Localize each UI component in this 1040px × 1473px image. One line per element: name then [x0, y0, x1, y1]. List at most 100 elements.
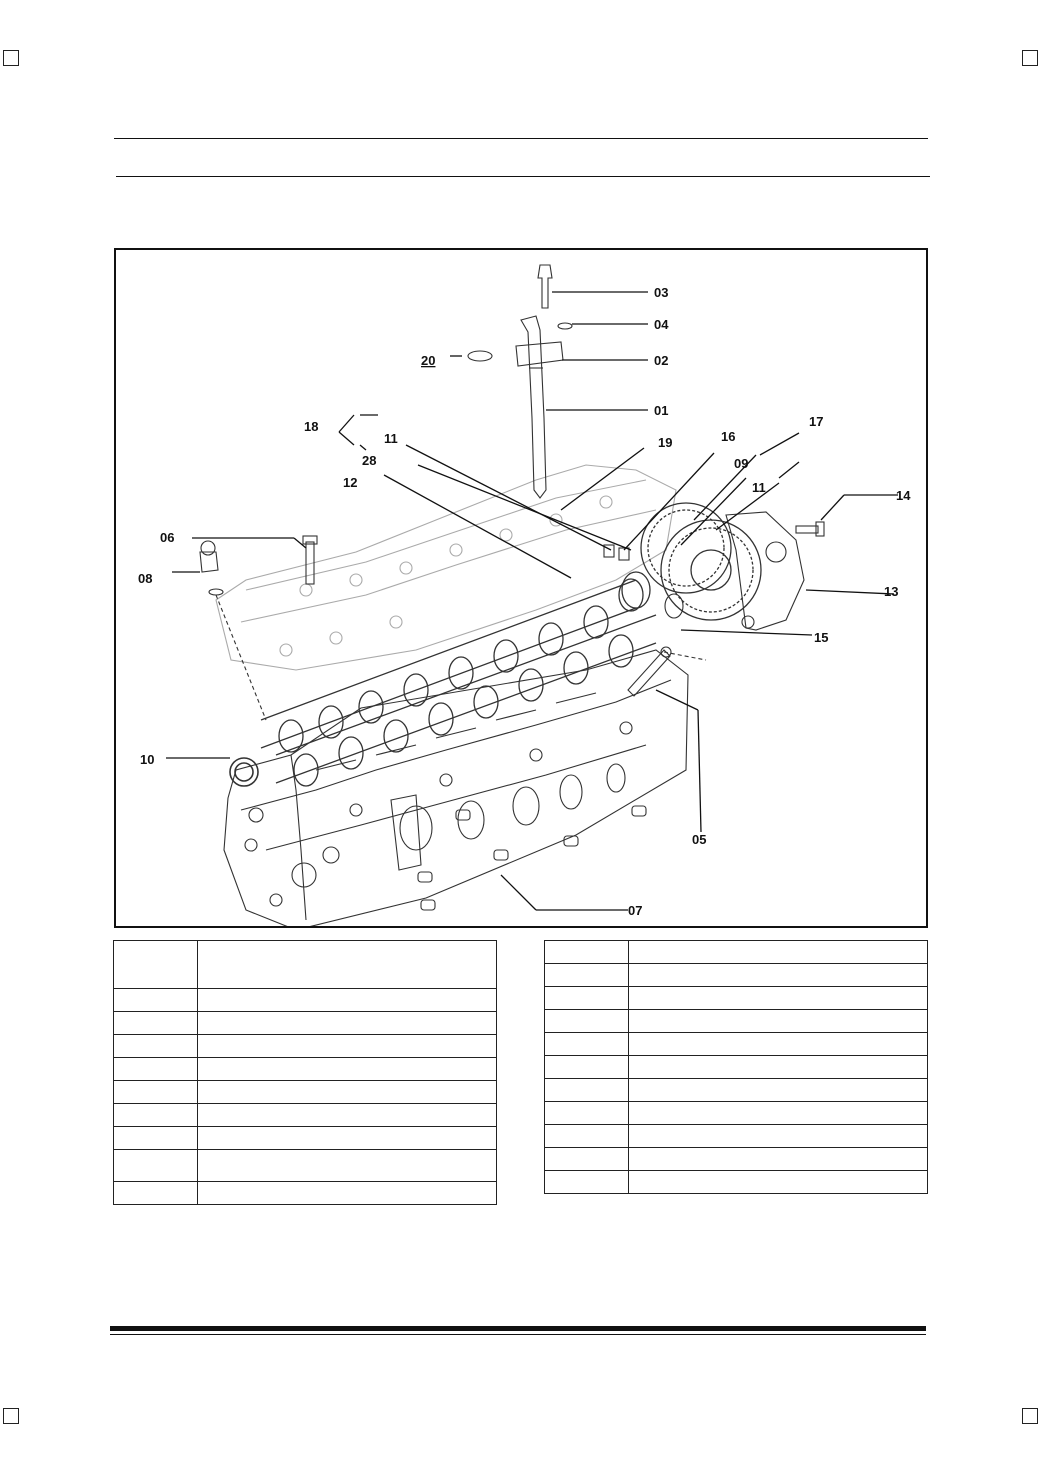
part-description-cell: [197, 1103, 497, 1127]
table-row: [544, 940, 928, 964]
part-number-cell: [113, 988, 198, 1012]
footer-rule-thin: [110, 1334, 926, 1335]
part-number-cell: [544, 1101, 629, 1125]
camshaft-gears: [621, 502, 762, 621]
part-number-cell: [113, 1103, 198, 1127]
part-number-cell: [113, 1126, 198, 1150]
camshafts: [260, 578, 657, 787]
part-number-cell: [544, 1009, 629, 1033]
part-description-cell: [628, 940, 928, 964]
table-row: [113, 1126, 497, 1150]
injector-assembly: [467, 264, 573, 499]
table-row: [113, 1080, 497, 1104]
part-description-cell: [628, 1009, 928, 1033]
callout-11-right: 11: [752, 480, 766, 495]
part-number-cell: [113, 1034, 198, 1058]
table-row: [113, 1181, 497, 1205]
part-number-cell: [544, 1124, 629, 1148]
part-number-cell: [544, 1078, 629, 1102]
table-row: [113, 1149, 497, 1182]
crop-mark-bottom-right: [1022, 1408, 1038, 1424]
callout-13: 13: [884, 584, 898, 599]
table-row: [544, 1032, 928, 1056]
callout-09: 09: [734, 456, 748, 471]
part-number-cell: [544, 1055, 629, 1079]
part-description-cell: [628, 986, 928, 1010]
part-number-cell: [544, 1032, 629, 1056]
callout-03: 03: [654, 285, 668, 300]
part-number-cell: [113, 1181, 198, 1205]
part-number-cell: [544, 940, 629, 964]
callout-20: 20: [421, 353, 435, 368]
callout-15: 15: [814, 630, 828, 645]
part-number-cell: [544, 963, 629, 987]
part-number-cell: [113, 1080, 198, 1104]
camshaft-carrier: [215, 464, 677, 671]
part-description-cell: [197, 1057, 497, 1081]
callout-02: 02: [654, 353, 668, 368]
small-keys: [603, 544, 630, 561]
part-description-cell: [628, 1147, 928, 1171]
pump-bolt: [795, 521, 825, 537]
part-description-cell: [197, 1034, 497, 1058]
crop-mark-top-right: [1022, 50, 1038, 66]
part-description-cell: [628, 1032, 928, 1056]
table-row: [544, 1055, 928, 1079]
vacuum-pump: [725, 511, 805, 631]
exploded-view-figure: 03 04 20 02 01 18 11 28 12 19 16 17 09 1…: [114, 248, 928, 928]
callout-16: 16: [721, 429, 735, 444]
part-number-cell: [113, 1011, 198, 1035]
pump-gasket: [664, 593, 684, 619]
callout-04: 04: [654, 317, 669, 332]
part-description-cell: [197, 940, 497, 989]
parts-table-left: [113, 940, 497, 1205]
callout-14: 14: [896, 488, 911, 503]
part-description-cell: [197, 1080, 497, 1104]
callout-08: 08: [138, 571, 152, 586]
header-rule-bottom: [116, 176, 930, 177]
part-number-cell: [113, 1149, 198, 1182]
callout-labels: 03 04 20 02 01 18 11 28 12 19 16 17 09 1…: [138, 285, 911, 918]
table-row: [544, 1078, 928, 1102]
part-description-cell: [197, 988, 497, 1012]
part-number-cell: [544, 986, 629, 1010]
callout-28: 28: [362, 453, 376, 468]
callout-07: 07: [628, 903, 642, 918]
part-description-cell: [628, 1055, 928, 1079]
part-description-cell: [628, 1124, 928, 1148]
part-number-cell: [544, 1147, 629, 1171]
table-row: [544, 1147, 928, 1171]
table-row: [113, 988, 497, 1012]
camshaft-oil-seal: [229, 757, 259, 787]
sealing-plug: [199, 540, 267, 721]
part-description-cell: [628, 1101, 928, 1125]
camshaft-position-sensor: [627, 646, 707, 697]
table-row: [544, 1101, 928, 1125]
cylinder-head-body: [223, 649, 689, 926]
part-description-cell: [628, 963, 928, 987]
parts-table-right: [544, 940, 928, 1194]
table-row: [113, 1034, 497, 1058]
part-number-cell: [544, 1170, 629, 1194]
table-row: [113, 1057, 497, 1081]
part-description-cell: [197, 1126, 497, 1150]
crop-mark-bottom-left: [3, 1408, 19, 1424]
callout-01: 01: [654, 403, 668, 418]
part-description-cell: [628, 1078, 928, 1102]
table-row: [544, 1124, 928, 1148]
table-row: [544, 1009, 928, 1033]
part-description-cell: [197, 1149, 497, 1182]
table-row: [113, 1011, 497, 1035]
part-number-cell: [113, 940, 198, 989]
cylinder-head-exploded-drawing: 03 04 20 02 01 18 11 28 12 19 16 17 09 1…: [138, 264, 911, 926]
callout-11-left: 11: [384, 431, 398, 446]
cam-cap-bolt: [302, 535, 318, 585]
table-row: [544, 1170, 928, 1194]
table-row: [113, 940, 497, 989]
callout-10: 10: [140, 752, 154, 767]
callout-19: 19: [658, 435, 672, 450]
dowel-pins: [417, 805, 647, 911]
part-description-cell: [197, 1181, 497, 1205]
table-row: [544, 986, 928, 1010]
callout-06: 06: [160, 530, 174, 545]
